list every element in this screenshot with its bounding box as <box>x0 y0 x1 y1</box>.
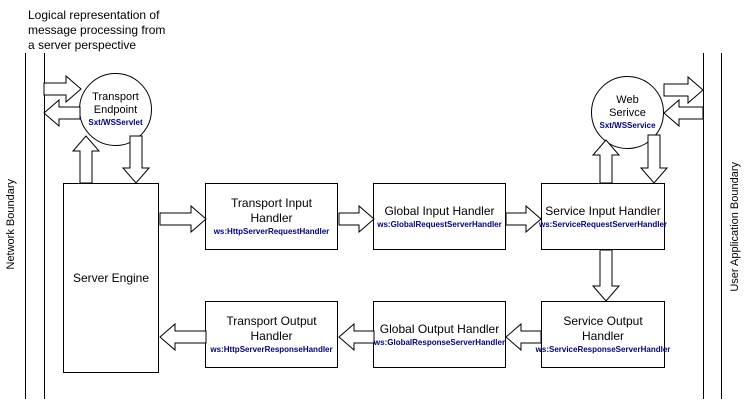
node-subtitle: ws:HttpServerRequestHandler <box>213 227 330 236</box>
node-subtitle: ws:HttpServerResponseHandler <box>210 345 333 354</box>
arrow-transport-endpoint-to-network <box>43 98 81 128</box>
node-title-line: Global Input Handler <box>384 203 495 218</box>
arrow-transport-output-to-server-engine <box>159 322 207 352</box>
node-subtitle: ws:GlobalRequestServerHandler <box>377 219 502 229</box>
user-boundary-line-inner <box>703 53 704 399</box>
diagram-caption: Logical representation of message proces… <box>28 8 165 53</box>
user-boundary-line-outer <box>721 53 722 399</box>
node-subtitle: ws:ServiceResponseServerHandler <box>535 345 671 354</box>
global-output-handler-node: Global Output Handler ws:GlobalResponseS… <box>373 301 506 368</box>
node-title-line: Handler <box>581 329 625 343</box>
node-title-line: Serivce <box>609 107 646 119</box>
user-application-boundary-label: User Application Boundary <box>729 162 741 292</box>
server-engine-node: Server Engine <box>63 183 159 373</box>
node-subtitle: ws:ServiceRequestServerHandler <box>538 219 668 229</box>
network-boundary-line-outer <box>25 53 26 399</box>
service-input-handler-node: Service Input Handler ws:ServiceRequestS… <box>538 183 668 250</box>
arrow-transport-input-to-global-input <box>338 204 375 234</box>
node-title-line: Handler <box>250 211 293 225</box>
arrow-server-engine-to-transport-endpoint <box>71 135 101 184</box>
transport-endpoint-node: Transport Endpoint Sxt/WSServlet <box>79 73 152 146</box>
caption-line: a server perspective <box>28 38 137 52</box>
node-title-line: Handler <box>250 329 293 343</box>
network-boundary-label: Network Boundary <box>5 179 17 270</box>
node-title-line: Transport Input <box>231 196 312 210</box>
transport-output-handler-node: Transport Output Handler ws:HttpServerRe… <box>205 301 338 368</box>
arrow-network-to-transport-endpoint <box>43 74 82 104</box>
web-service-node: Web Serivce Sxt/WSService <box>591 76 664 149</box>
caption-line: message processing from <box>28 23 166 37</box>
arrow-service-input-to-service-output <box>591 249 621 302</box>
node-title-line: Service Input Handler <box>545 203 661 218</box>
arrow-global-output-to-transport-output <box>338 322 375 352</box>
node-subtitle: ws:GlobalResponseServerHandler <box>373 337 506 347</box>
caption-line: Logical representation of <box>28 8 160 22</box>
node-title-line: Global Output Handler <box>379 321 500 336</box>
node-title-line: Service Output <box>563 314 643 328</box>
network-boundary-line-inner <box>44 53 45 399</box>
arrow-server-engine-to-transport-input <box>159 204 207 234</box>
arrow-web-service-to-user-application <box>663 75 704 105</box>
arrow-global-input-to-service-input <box>505 204 542 234</box>
global-input-handler-node: Global Input Handler ws:GlobalRequestSer… <box>373 183 506 250</box>
service-output-handler-node: Service Output Handler ws:ServiceRespons… <box>536 301 670 368</box>
node-title-line: Transport <box>92 91 139 103</box>
arrow-user-application-to-web-service <box>663 98 704 128</box>
node-title-line: Web <box>616 94 639 106</box>
node-title-line: Transport Output <box>226 314 317 328</box>
node-title-line: Endpoint <box>93 104 138 116</box>
node-title-line: Server Engine <box>72 270 150 285</box>
node-subtitle: Sxt/WSService <box>599 121 656 130</box>
node-subtitle: Sxt/WSServlet <box>88 118 143 127</box>
transport-input-handler-node: Transport Input Handler ws:HttpServerReq… <box>205 183 338 250</box>
